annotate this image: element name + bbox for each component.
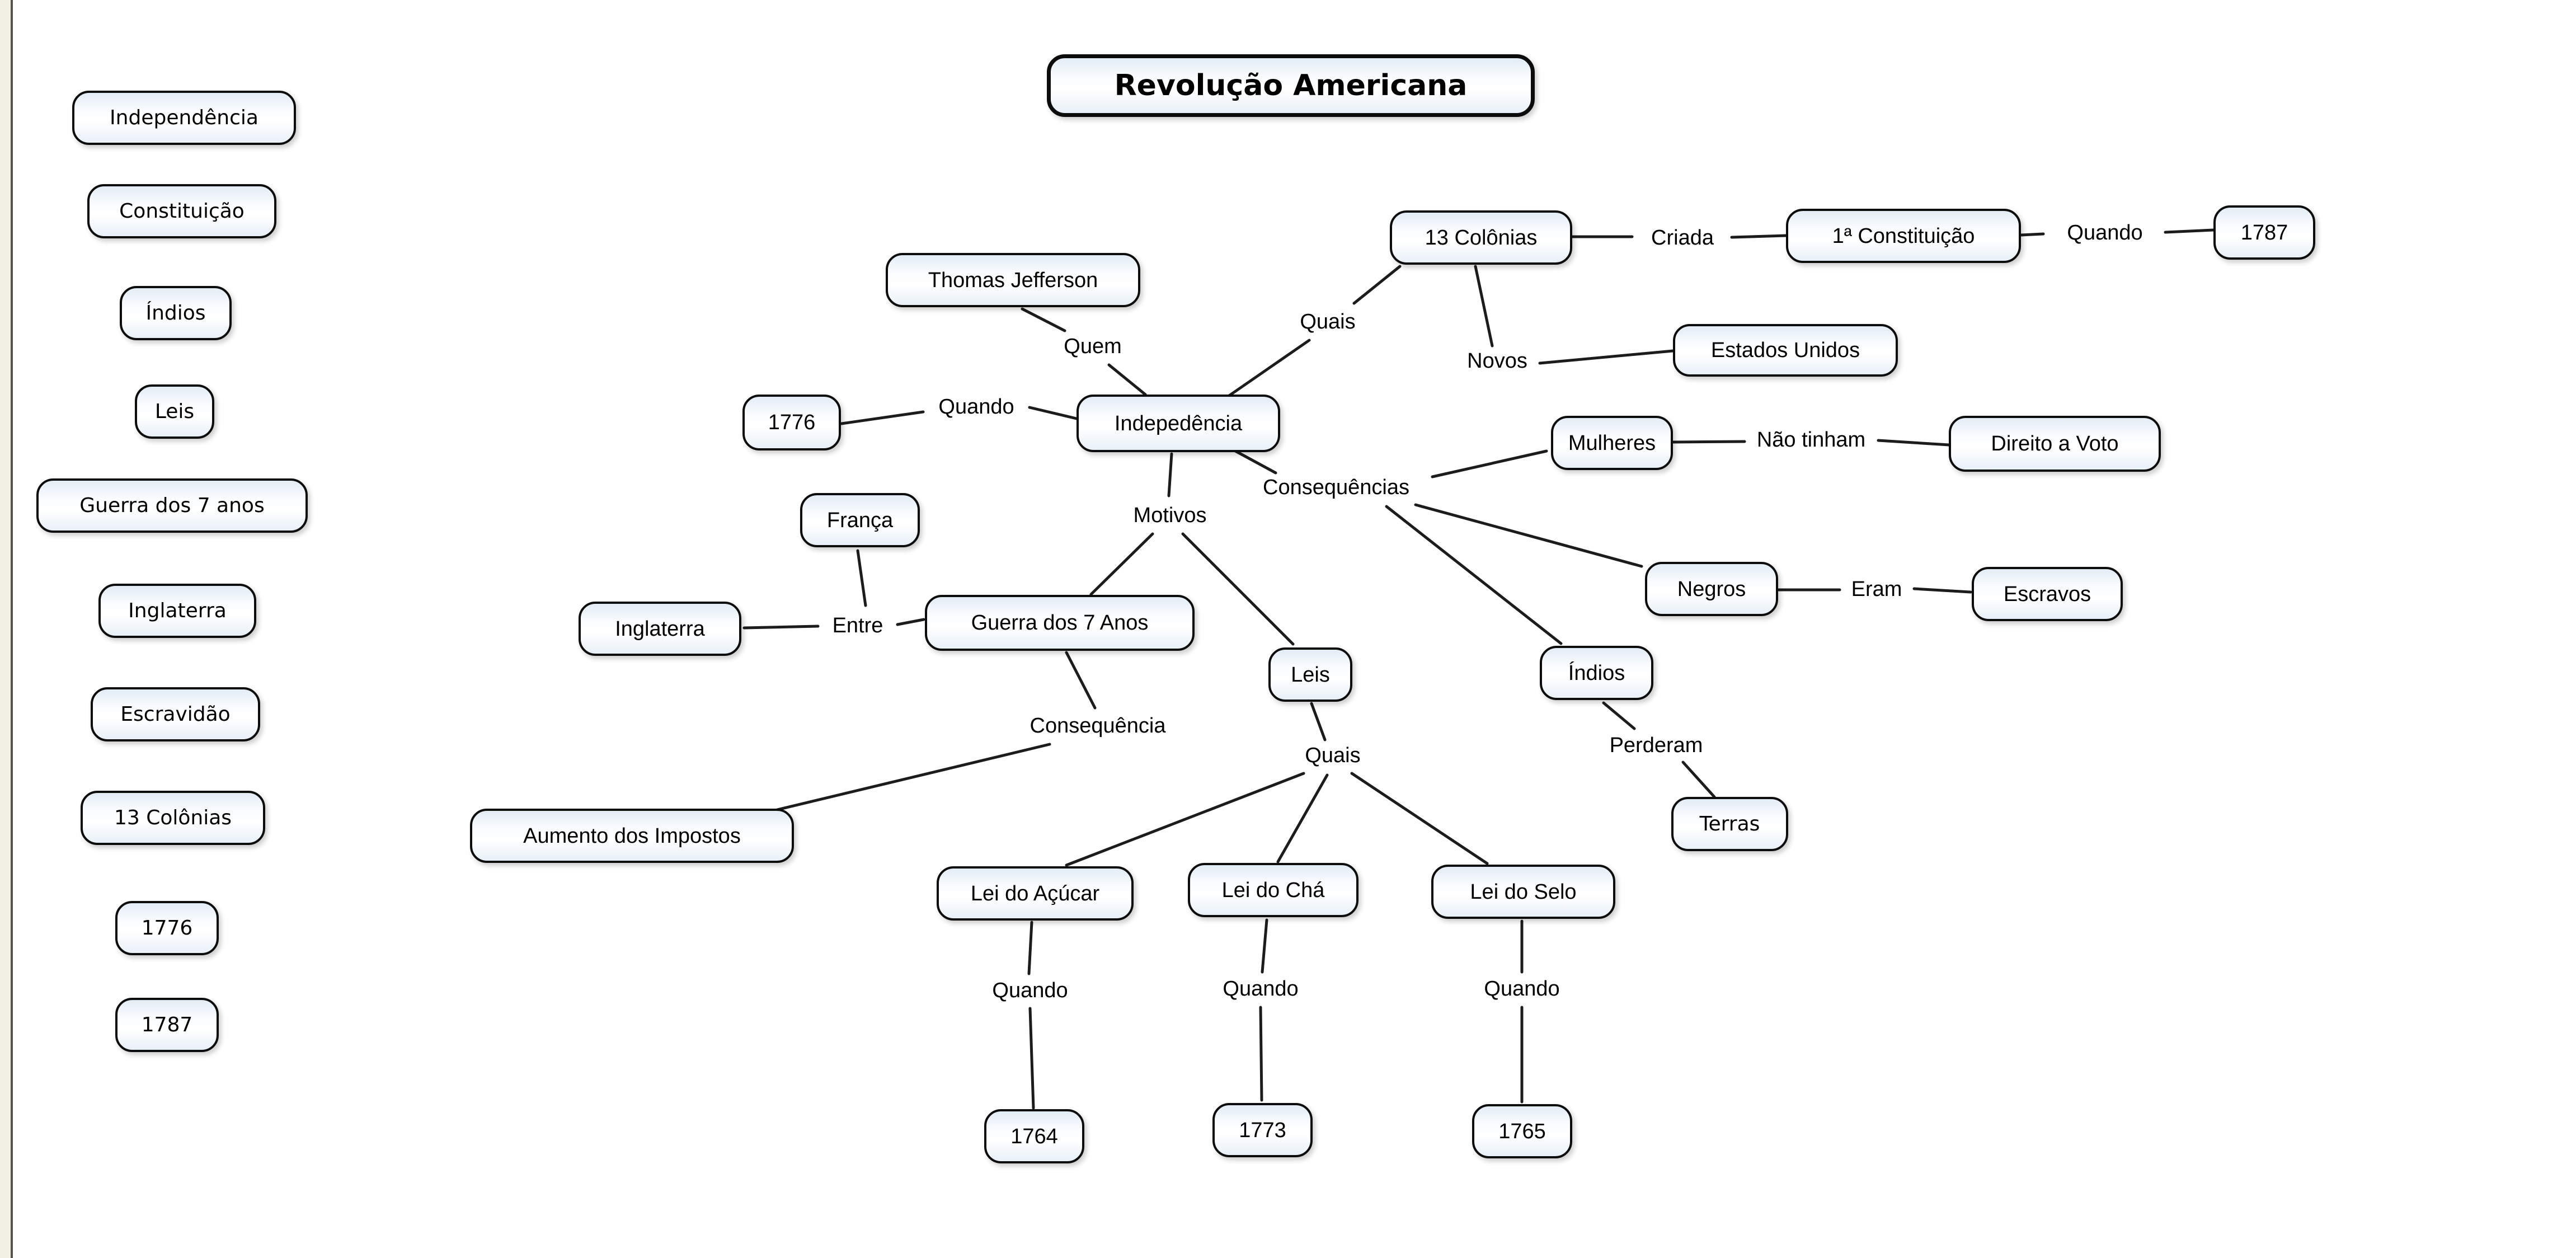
concept-node-lei-do-selo[interactable]: Lei do Selo: [1431, 865, 1615, 919]
concept-node-lei-do-cha[interactable]: Lei do Chá: [1188, 863, 1358, 917]
sidebar-item-constituicao[interactable]: Constituição: [87, 184, 276, 238]
sidebar-item-1776[interactable]: 1776: [115, 901, 219, 955]
concept-node-1773[interactable]: 1773: [1212, 1103, 1313, 1157]
sidebar-item-indios[interactable]: Índios: [120, 286, 232, 340]
sidebar-item-leis[interactable]: Leis: [135, 384, 214, 439]
window-left-edge: [0, 0, 13, 1258]
concept-node-guerra-dos-7-anos[interactable]: Guerra dos 7 Anos: [925, 595, 1195, 651]
sidebar-item-independencia[interactable]: Independência: [72, 91, 296, 145]
concept-node-aumento-dos-impostos[interactable]: Aumento dos Impostos: [470, 809, 794, 863]
link-label-entre[interactable]: Entre: [826, 613, 889, 639]
concept-node-indios[interactable]: Índios: [1540, 646, 1653, 700]
concept-node-1787[interactable]: 1787: [2213, 205, 2315, 260]
concept-node-1765[interactable]: 1765: [1472, 1104, 1572, 1158]
link-label-nao-tinham[interactable]: Não tinham: [1751, 428, 1872, 453]
link-label-quais-leis[interactable]: Quais: [1299, 743, 1366, 769]
concept-node-estados-unidos[interactable]: Estados Unidos: [1673, 324, 1898, 377]
link-label-criada[interactable]: Criada: [1646, 226, 1719, 251]
map-title-node[interactable]: Revolução Americana: [1047, 54, 1535, 117]
sidebar-item-13-colonias[interactable]: 13 Colônias: [81, 791, 265, 845]
concept-node-negros[interactable]: Negros: [1645, 562, 1778, 616]
concept-node-escravos[interactable]: Escravos: [1972, 567, 2123, 621]
concept-node-13-colonias[interactable]: 13 Colônias: [1390, 210, 1572, 265]
sidebar-item-guerra-7-anos[interactable]: Guerra dos 7 anos: [36, 478, 308, 533]
sidebar-item-escravidao[interactable]: Escravidão: [91, 687, 260, 741]
concept-node-mulheres[interactable]: Mulheres: [1551, 416, 1673, 470]
link-label-quais-independencia[interactable]: Quais: [1294, 309, 1361, 335]
concept-node-leis[interactable]: Leis: [1268, 647, 1352, 702]
concept-node-direito-a-voto[interactable]: Direito a Voto: [1949, 416, 2161, 472]
sidebar-item-1787[interactable]: 1787: [115, 998, 219, 1052]
link-label-consequencia[interactable]: Consequência: [1024, 714, 1172, 739]
link-label-quando-constituicao[interactable]: Quando: [2061, 220, 2149, 246]
link-label-quando-independencia[interactable]: Quando: [933, 395, 1020, 420]
concept-node-inglaterra[interactable]: Inglaterra: [579, 602, 741, 656]
link-label-quando-acucar[interactable]: Quando: [986, 978, 1074, 1004]
concept-node-thomas-jefferson[interactable]: Thomas Jefferson: [886, 253, 1140, 307]
link-label-eram[interactable]: Eram: [1845, 577, 1908, 603]
concept-node-lei-do-acucar[interactable]: Lei do Açúcar: [937, 866, 1134, 921]
link-label-quando-selo[interactable]: Quando: [1478, 977, 1566, 1002]
link-label-consequencias[interactable]: Consequências: [1257, 475, 1415, 501]
concept-node-1776[interactable]: 1776: [742, 395, 841, 450]
concept-node-indepedencia[interactable]: Indepedência: [1077, 395, 1280, 452]
link-label-quando-cha[interactable]: Quando: [1217, 977, 1304, 1002]
concept-node-terras[interactable]: Terras: [1671, 797, 1788, 851]
concept-node-franca[interactable]: França: [800, 493, 920, 547]
link-label-novos[interactable]: Novos: [1461, 349, 1533, 374]
concept-node-1764[interactable]: 1764: [984, 1109, 1084, 1163]
concept-node-1a-constituicao[interactable]: 1ª Constituição: [1786, 209, 2021, 263]
link-label-perderam[interactable]: Perderam: [1604, 733, 1709, 759]
link-label-quem[interactable]: Quem: [1058, 334, 1127, 360]
link-label-motivos[interactable]: Motivos: [1127, 503, 1212, 529]
sidebar-item-inglaterra[interactable]: Inglaterra: [98, 584, 256, 638]
